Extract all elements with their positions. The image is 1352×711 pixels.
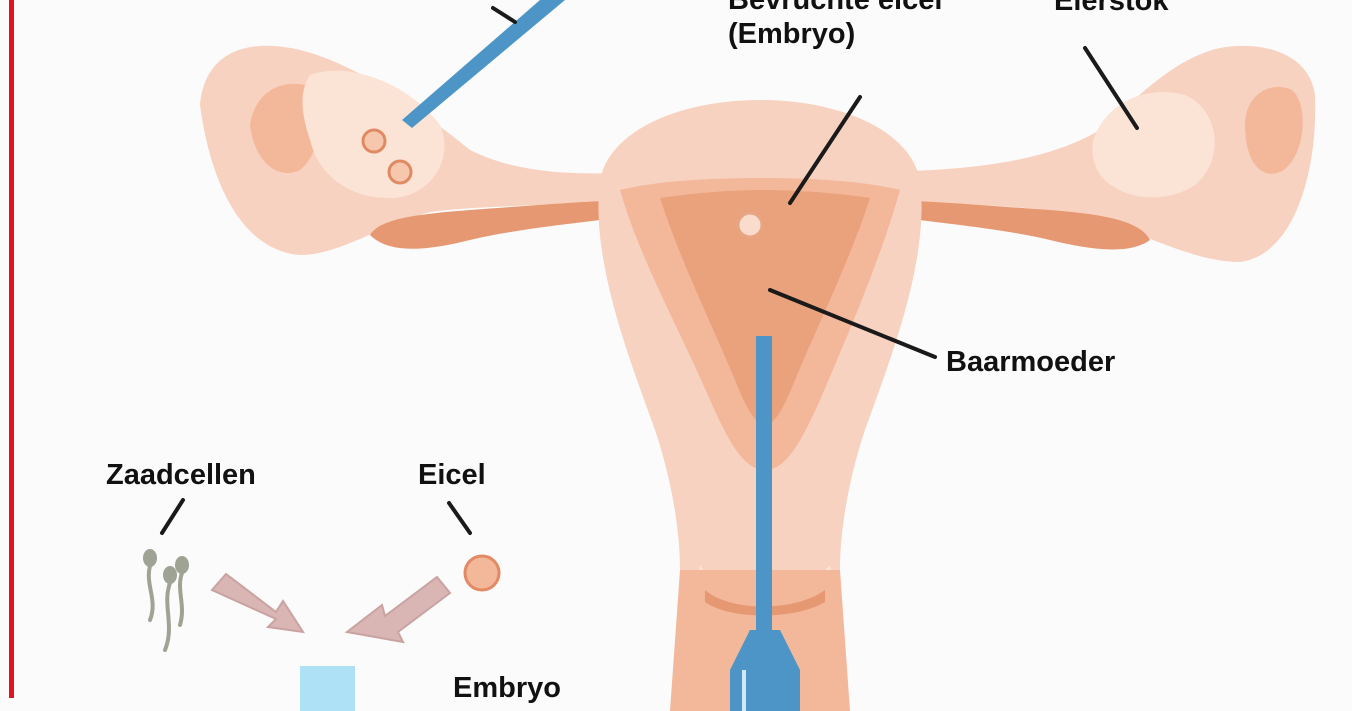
ovary-right-icon bbox=[1092, 92, 1214, 197]
arrow-icon bbox=[347, 577, 450, 642]
egg-cell-label: Eicel bbox=[418, 458, 486, 492]
egg-cell-icon bbox=[465, 556, 499, 590]
arrow-icon bbox=[212, 574, 303, 632]
sperm-cells-icon bbox=[143, 549, 189, 650]
embryo-box-icon bbox=[300, 666, 355, 711]
sperm-cells-label: Zaadcellen bbox=[106, 458, 256, 492]
fertilized-egg-label-line1: Bevruchte eicel bbox=[728, 0, 988, 17]
embryo-label: Embryo bbox=[453, 671, 561, 705]
fertilized-egg-label: Bevruchte eicel (Embryo) bbox=[728, 0, 988, 51]
needle-icon bbox=[402, 0, 565, 128]
uterus-label: Baarmoeder bbox=[946, 345, 1115, 379]
fertilized-egg-label-line2: (Embryo) bbox=[728, 17, 988, 51]
ovary-label: Eierstok bbox=[1054, 0, 1168, 18]
